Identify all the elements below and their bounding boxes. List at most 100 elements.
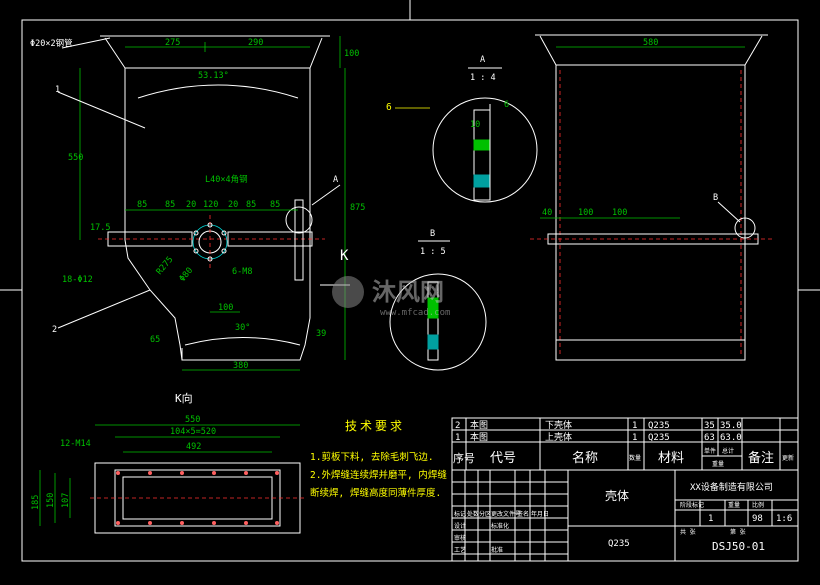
dim-550-left: 550 bbox=[68, 153, 83, 163]
tb-label-design: 设计 bbox=[454, 522, 466, 530]
tb-label-zone: 分区 bbox=[479, 510, 491, 518]
detail-a-dim-6: 6 bbox=[504, 100, 509, 110]
tb-label-sheet-no: 第 张 bbox=[730, 528, 746, 536]
bom-header-single: 单件 bbox=[704, 447, 716, 455]
side-view: 580 40 100 100 B bbox=[530, 34, 775, 361]
dim-875: 875 bbox=[350, 203, 365, 213]
bom-row-1-w2: 63.0 bbox=[720, 433, 742, 443]
detail-a-dim-10: 10 bbox=[470, 120, 480, 130]
bom-row-1-qty: 1 bbox=[632, 433, 637, 443]
dim-20-b: 20 bbox=[228, 200, 238, 210]
bom-row-2-w2: 35.0 bbox=[720, 421, 742, 431]
bom-header-qty: 数量 bbox=[629, 454, 641, 462]
part-label-1: 1 bbox=[55, 85, 60, 95]
dim-17-5: 17.5 bbox=[90, 223, 110, 233]
k-holes-note: 12-M14 bbox=[60, 439, 91, 449]
k-dim-107: 107 bbox=[61, 493, 71, 508]
dim-angle-top: 53.13° bbox=[198, 71, 229, 81]
detail-ref-a: A bbox=[333, 175, 338, 185]
tb-label-process: 工艺 bbox=[454, 546, 466, 554]
bom-row-2-w1: 35 bbox=[704, 421, 715, 431]
detail-ref-b: B bbox=[713, 193, 718, 203]
tb-drawing-no: DSJ50-01 bbox=[712, 540, 765, 553]
tb-scale-value: 1 bbox=[708, 514, 713, 524]
tb-label-scale: 比例 bbox=[752, 501, 764, 509]
view-k-label: K bbox=[340, 248, 349, 264]
dim-380: 380 bbox=[233, 361, 248, 371]
bom-row-1-mat: Q235 bbox=[648, 433, 670, 443]
dim-85-c: 85 bbox=[246, 200, 256, 210]
bom-row-2-mat: Q235 bbox=[648, 421, 670, 431]
tb-label-stage: 阶段标记 bbox=[680, 501, 704, 509]
bom-header-extra: 更新 bbox=[782, 454, 794, 462]
dim-290: 290 bbox=[248, 38, 263, 48]
detail-a: A 1 : 4 6 10 6 bbox=[386, 55, 538, 203]
watermark: 沐风网 www.mfcad.com bbox=[332, 276, 450, 318]
angle-steel-note: L40×4角钢 bbox=[205, 174, 248, 185]
detail-a-name: A bbox=[480, 55, 485, 65]
tb-label-count: 处数 bbox=[467, 510, 479, 518]
tb-label-total-sheets: 共 张 bbox=[680, 528, 696, 536]
dim-40: 40 bbox=[542, 208, 552, 218]
dim-39: 39 bbox=[316, 329, 326, 339]
tb-material: Q235 bbox=[608, 539, 630, 549]
bom-header-remark: 备注 bbox=[748, 450, 774, 466]
k-dim-150: 150 bbox=[46, 493, 56, 508]
bom-row-1-no: 1 bbox=[455, 433, 460, 443]
tech-line-2: 2.外焊缝连续焊并磨平, 内焊缝 bbox=[310, 469, 447, 481]
tech-line-3: 断续焊, 焊缝高度同薄件厚度. bbox=[310, 487, 441, 499]
detail-a-scale: 1 : 4 bbox=[470, 73, 496, 83]
detail-b-scale: 1 : 5 bbox=[420, 247, 446, 257]
watermark-url: www.mfcad.com bbox=[380, 308, 450, 318]
dim-85-a: 85 bbox=[137, 200, 147, 210]
bom-header-no: 序号 bbox=[453, 451, 475, 465]
dim-center-dia: Φ80 bbox=[178, 266, 196, 284]
front-view: 275 290 100 53.13° 550 875 L40×4角钢 85 85… bbox=[30, 35, 365, 371]
dim-30deg: 30° bbox=[235, 323, 250, 333]
dim-100-bottom: 100 bbox=[218, 303, 233, 313]
tb-label-change: 更改文件号 bbox=[491, 510, 521, 518]
dim-100-top: 100 bbox=[344, 49, 359, 59]
detail-b-name: B bbox=[430, 229, 435, 239]
bom-row-2-name: 下壳体 bbox=[545, 419, 572, 431]
k-view: K向 550 104×5=520 492 12-M14 185 150 107 bbox=[31, 391, 305, 534]
part-label-2: 2 bbox=[52, 325, 57, 335]
tb-label-date: 年月日 bbox=[531, 510, 549, 518]
dim-580: 580 bbox=[643, 38, 658, 48]
k-dim-550: 550 bbox=[185, 415, 200, 425]
k-view-title: K向 bbox=[175, 391, 193, 405]
bom-row-1-name: 上壳体 bbox=[545, 431, 572, 443]
tb-label-weight: 重量 bbox=[728, 501, 740, 509]
detail-a-weld: 6 bbox=[386, 102, 392, 113]
tb-label-mark: 标记 bbox=[454, 510, 466, 518]
tech-requirements: 技术要求 1.剪板下料, 去除毛刺飞边. 2.外焊缝连续焊并磨平, 内焊缝 断续… bbox=[310, 419, 447, 499]
bom-header-name: 名称 bbox=[572, 450, 598, 466]
tb-label-standard: 标准化 bbox=[491, 522, 509, 530]
bom-header-mat: 材料 bbox=[658, 451, 684, 466]
dim-85-d: 85 bbox=[270, 200, 280, 210]
bom-table: 2 本图 下壳体 1 Q235 35 35.0 1 本图 上壳体 1 Q235 … bbox=[451, 417, 799, 471]
bom-row-2-code: 本图 bbox=[470, 419, 488, 431]
tb-weight-value: 98 bbox=[752, 514, 763, 524]
holes-note: 18-Φ12 bbox=[62, 275, 93, 285]
bom-row-2-no: 2 bbox=[455, 421, 460, 431]
tb-part-name: 壳体 bbox=[605, 489, 629, 503]
bom-row-1-w1: 63 bbox=[704, 433, 715, 443]
tb-label-sign: 签名 bbox=[517, 510, 529, 518]
bom-header-code: 代号 bbox=[490, 451, 516, 466]
tb-sheet: 1:6 bbox=[776, 514, 792, 524]
watermark-brand: 沐风网 bbox=[372, 278, 444, 306]
dim-20-a: 20 bbox=[186, 200, 196, 210]
dim-65: 65 bbox=[150, 335, 160, 345]
pipe-note: Φ20×2钢管 bbox=[30, 38, 73, 49]
dim-275: 275 bbox=[165, 38, 180, 48]
k-dim-185: 185 bbox=[31, 495, 41, 510]
bom-header-total: 总计 bbox=[722, 447, 734, 455]
tech-line-1: 1.剪板下料, 去除毛刺飞边. bbox=[310, 451, 434, 463]
dim-100-side-b: 100 bbox=[612, 208, 627, 218]
title-block: 标记 处数 分区 更改文件号 签名 年月日 设计 标准化 阶段标记 重量 比例 … bbox=[451, 469, 799, 562]
bom-row-2-qty: 1 bbox=[632, 421, 637, 431]
dim-radius: R275 bbox=[155, 255, 176, 277]
